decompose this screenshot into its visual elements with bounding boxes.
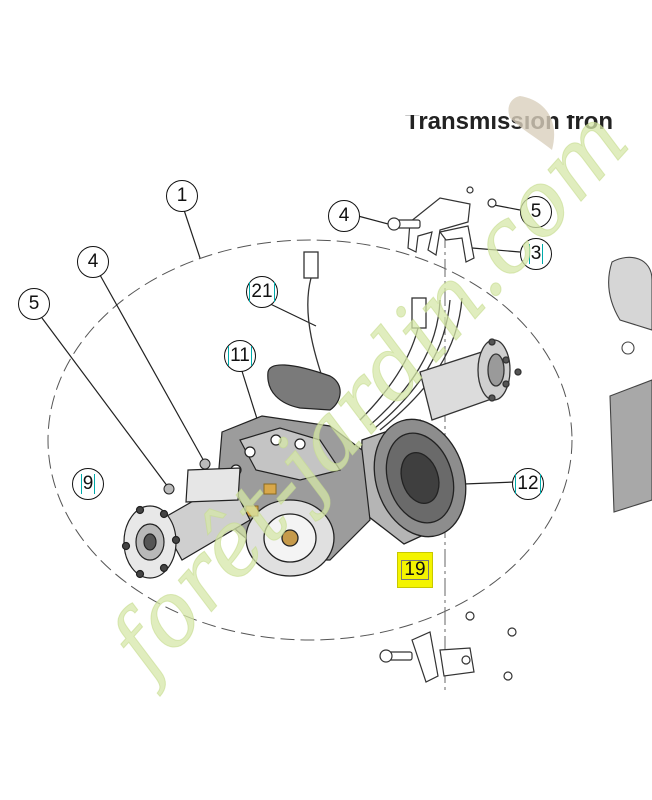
callout-21-label: 21 [249, 281, 275, 302]
pin-bolt [387, 217, 421, 231]
callout-3: 3 [520, 238, 552, 270]
callout-19: 19 [397, 552, 433, 588]
left-axle-hub [121, 467, 251, 579]
leader-lines [41, 204, 521, 488]
motor [359, 418, 467, 545]
assembly-dashed-ellipse [47, 239, 573, 641]
callout-9-label: 9 [80, 473, 96, 494]
callout-12: 12 [512, 468, 544, 500]
right-axle [419, 338, 522, 421]
neighbour-view [608, 256, 652, 513]
callout-3-label: 3 [528, 243, 544, 264]
callout-12-label: 12 [515, 473, 541, 494]
callout-4-left-label: 4 [87, 251, 99, 272]
callout-1-label: 1 [176, 185, 188, 206]
brake-disc [245, 499, 335, 577]
fork-bracket [407, 186, 497, 263]
callout-5-left-label: 5 [28, 293, 40, 314]
callout-1: 1 [166, 180, 198, 212]
callout-4-top: 4 [328, 200, 360, 232]
callout-21: 21 [246, 276, 278, 308]
callout-5-top-label: 5 [530, 201, 542, 222]
controller-module [267, 364, 341, 411]
callout-11: 11 [224, 340, 256, 372]
callout-5-top: 5 [520, 196, 552, 228]
callout-19-label: 19 [401, 560, 429, 580]
nuts [163, 458, 211, 495]
callout-5-left: 5 [18, 288, 50, 320]
callout-9: 9 [72, 468, 104, 500]
lower-linkage [379, 611, 517, 683]
callout-11-label: 11 [228, 345, 252, 366]
callout-4-top-label: 4 [338, 205, 350, 226]
callout-4-left: 4 [77, 246, 109, 278]
